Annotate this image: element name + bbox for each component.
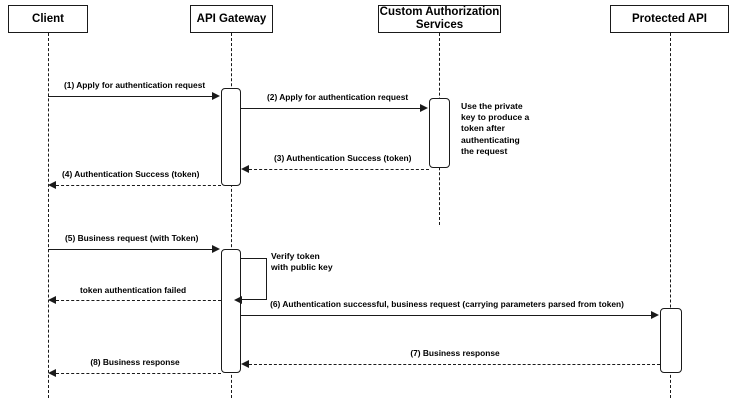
lifeline-label-custom-authorization-services: Custom Authorization Services [379, 6, 500, 31]
message-arrowhead-8 [48, 368, 56, 377]
lifeline-stem-protected-api [670, 33, 671, 398]
message-line-1 [48, 96, 213, 97]
message-label-8: (8) Business response [90, 357, 180, 367]
message-arrowhead-token-auth-failed [48, 295, 56, 304]
message-label-3: (3) Authentication Success (token) [274, 153, 412, 163]
message-line-7 [249, 364, 660, 365]
note-private-key: Use the private key to produce a token a… [461, 101, 530, 156]
message-arrowhead-7 [241, 359, 249, 368]
message-line-4 [56, 185, 221, 186]
message-label-6: (6) Authentication successful, business … [270, 299, 624, 309]
message-label-7: (7) Business response [410, 348, 500, 358]
message-line-6 [241, 315, 652, 316]
message-label-1: (1) Apply for authentication request [64, 80, 206, 90]
message-line-token-auth-failed [56, 300, 221, 301]
message-arrowhead-3 [241, 164, 249, 173]
message-arrowhead-6 [651, 310, 659, 319]
activation-protected-api [660, 308, 682, 373]
message-line-3 [249, 169, 429, 170]
activation-api-gateway-auth [221, 88, 241, 186]
self-message-verify-token [241, 258, 267, 300]
message-line-2 [241, 108, 421, 109]
lifeline-label-client: Client [32, 12, 64, 25]
self-message-arrowhead-verify-token [234, 295, 242, 304]
message-label-4: (4) Authentication Success (token) [62, 169, 200, 179]
activation-custom-authorization-services [429, 98, 450, 168]
note-verify-token: Verify token with public key [271, 251, 333, 273]
lifeline-header-custom-authorization-services[interactable]: Custom Authorization Services [378, 5, 501, 33]
message-arrowhead-4 [48, 180, 56, 189]
lifeline-stem-api-gateway [231, 33, 232, 398]
activation-api-gateway-business [221, 249, 241, 373]
lifeline-label-api-gateway: API Gateway [196, 12, 267, 25]
message-line-5 [48, 249, 213, 250]
message-label-token-auth-failed: token authentication failed [80, 285, 187, 295]
lifeline-header-protected-api[interactable]: Protected API [610, 5, 729, 33]
lifeline-header-client[interactable]: Client [8, 5, 88, 33]
lifeline-stem-client [48, 33, 49, 398]
message-arrowhead-2 [420, 103, 428, 112]
lifeline-label-protected-api: Protected API [632, 12, 707, 25]
lifeline-header-api-gateway[interactable]: API Gateway [190, 5, 273, 33]
message-label-5: (5) Business request (with Token) [65, 233, 199, 243]
message-label-2: (2) Apply for authentication request [267, 92, 409, 102]
message-arrowhead-5 [212, 244, 220, 253]
message-line-8 [56, 373, 221, 374]
message-arrowhead-1 [212, 91, 220, 100]
